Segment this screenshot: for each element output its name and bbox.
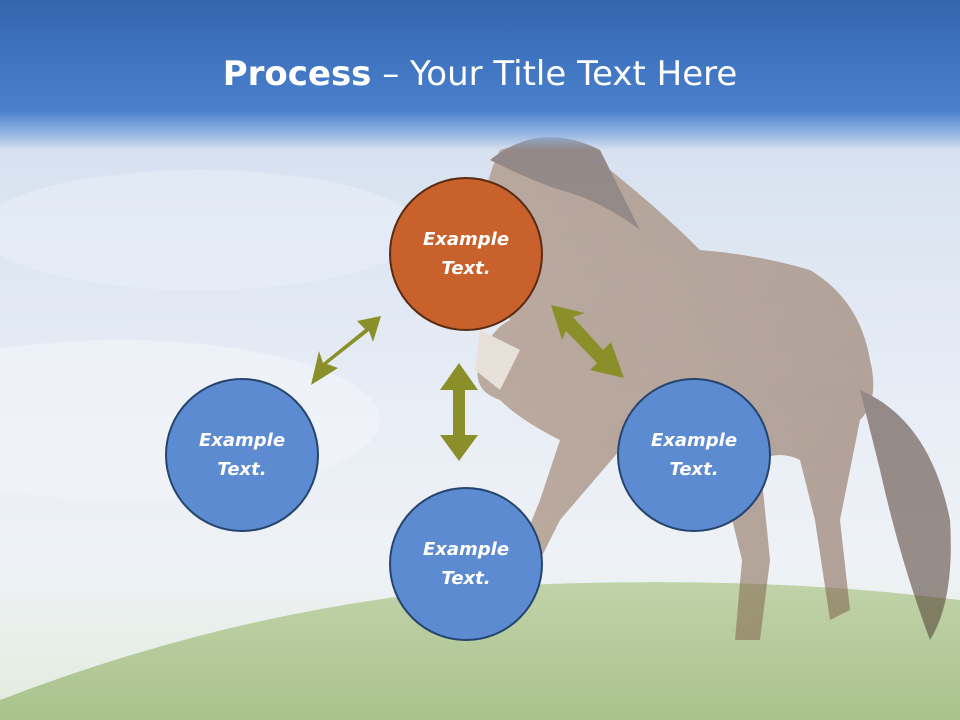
node-text-left: Example Text. bbox=[198, 430, 286, 480]
title-strong: Process bbox=[222, 54, 372, 94]
node-text-right: Example Text. bbox=[650, 430, 738, 480]
arrow-top-to-right bbox=[551, 305, 624, 378]
process-node-right: Example Text. bbox=[617, 378, 771, 532]
arrow-left-to-top bbox=[311, 316, 381, 385]
node-text-bottom: Example Text. bbox=[422, 539, 510, 589]
title-band bbox=[0, 0, 960, 150]
process-node-left: Example Text. bbox=[165, 378, 319, 532]
process-node-bottom: Example Text. bbox=[389, 487, 543, 641]
arrow-top-to-bottom bbox=[440, 363, 478, 461]
process-node-top: Example Text. bbox=[389, 177, 543, 331]
title-rest: – Your Title Text Here bbox=[371, 54, 738, 94]
node-text-top: Example Text. bbox=[422, 229, 510, 279]
slide-title: Process – Your Title Text Here bbox=[0, 52, 960, 96]
